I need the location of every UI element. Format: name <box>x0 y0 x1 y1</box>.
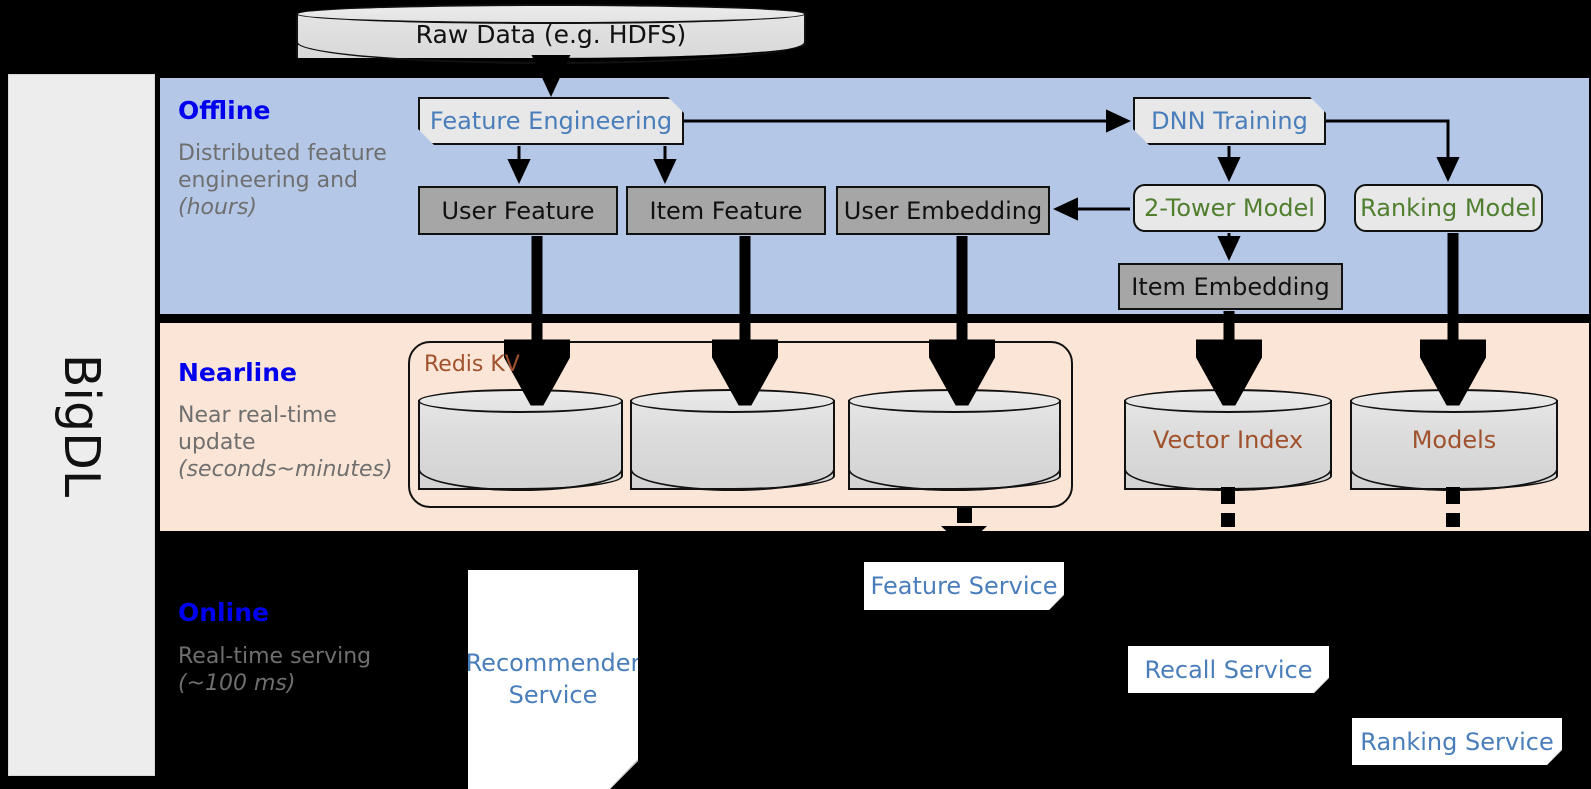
two-tower-model-label: 2-Tower Model <box>1144 194 1315 222</box>
cylinder-lid <box>296 4 806 24</box>
ranking-model-label: Ranking Model <box>1360 194 1537 222</box>
bigdl-framework-rail: BigDL <box>8 74 155 776</box>
item-feature-label: Item Feature <box>649 196 803 225</box>
raw-data-cylinder[interactable]: Raw Data (e.g. HDFS) <box>296 4 806 64</box>
ranking-model-box[interactable]: Ranking Model <box>1354 184 1543 232</box>
user-embedding-label: User Embedding <box>843 196 1043 225</box>
nearline-subtitle-italic: (seconds~minutes) <box>178 456 393 482</box>
recall-service-label: Recall Service <box>1144 655 1313 684</box>
vector-index-cylinder[interactable]: Vector Index <box>1124 389 1332 491</box>
feature-service-label: Feature Service <box>870 572 1058 600</box>
item-feature-box[interactable]: Item Feature <box>626 186 826 235</box>
user-embedding-store-cylinder[interactable] <box>848 389 1061 491</box>
online-subtitle: Real-time serving (~100 ms) <box>178 644 393 698</box>
redis-kv-label: Redis KV <box>424 352 520 377</box>
online-subtitle-italic: (~100 ms) <box>178 670 296 696</box>
feature-engineering-label: Feature Engineering <box>429 107 673 135</box>
two-tower-model-box[interactable]: 2-Tower Model <box>1133 184 1326 232</box>
offline-subtitle-italic: (hours) <box>178 194 258 220</box>
user-embedding-store-label <box>848 389 1061 490</box>
user-feature-store-label <box>418 389 623 490</box>
nearline-subtitle-text: Near real-time update <box>178 403 337 455</box>
recommender-service-label: Recommender Service <box>465 649 641 709</box>
offline-subtitle: Distributed feature engineering and (hou… <box>178 141 393 221</box>
recall-service-note[interactable]: Recall Service <box>1128 646 1329 693</box>
online-title: Online <box>178 598 269 627</box>
ranking-service-label: Ranking Service <box>1360 727 1554 756</box>
item-feature-store-cylinder[interactable] <box>630 389 835 491</box>
models-cylinder[interactable]: Models <box>1350 389 1558 491</box>
user-feature-box[interactable]: User Feature <box>418 186 618 235</box>
dnn-training-label: DNN Training <box>1151 107 1308 135</box>
offline-title: Offline <box>178 96 271 125</box>
nearline-title: Nearline <box>178 358 297 387</box>
user-feature-label: User Feature <box>441 196 595 225</box>
item-embedding-box[interactable]: Item Embedding <box>1118 263 1343 310</box>
feature-engineering-box[interactable]: Feature Engineering <box>418 97 684 145</box>
user-feature-store-cylinder[interactable] <box>418 389 623 491</box>
models-label: Models <box>1411 425 1497 454</box>
offline-subtitle-text: Distributed feature engineering and <box>178 141 387 193</box>
online-subtitle-text: Real-time serving <box>178 644 372 669</box>
nearline-subtitle: Near real-time update (seconds~minutes) <box>178 403 393 483</box>
ranking-service-note[interactable]: Ranking Service <box>1352 718 1562 765</box>
raw-data-label: Raw Data (e.g. HDFS) <box>415 19 687 49</box>
vector-index-label: Vector Index <box>1152 425 1304 454</box>
feature-service-note[interactable]: Feature Service <box>864 562 1064 610</box>
bigdl-label: BigDL <box>53 353 110 497</box>
dnn-training-box[interactable]: DNN Training <box>1133 97 1326 145</box>
user-embedding-box[interactable]: User Embedding <box>836 186 1050 235</box>
item-feature-store-label <box>630 389 835 490</box>
recommender-service-note[interactable]: Recommender Service <box>468 570 638 789</box>
item-embedding-label: Item Embedding <box>1131 272 1330 301</box>
